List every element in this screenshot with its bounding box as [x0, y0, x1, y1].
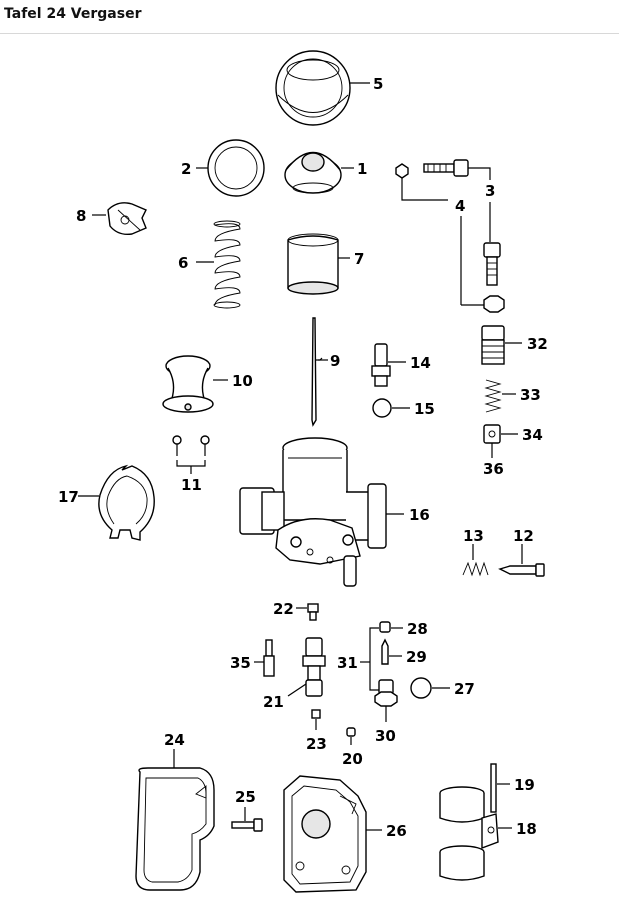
label-1: 1 — [357, 160, 367, 178]
label-35: 35 — [230, 654, 251, 672]
label-9: 9 — [330, 352, 340, 370]
part-13-spring — [462, 561, 489, 577]
label-26: 26 — [386, 822, 407, 840]
part-9-needle — [311, 317, 317, 427]
label-20: 20 — [342, 750, 363, 768]
label-22: 22 — [273, 600, 294, 618]
label-3: 3 — [485, 182, 495, 200]
label-17: 17 — [58, 488, 79, 506]
label-5: 5 — [373, 75, 383, 93]
part-3-screw-top — [395, 159, 469, 179]
label-25: 25 — [235, 788, 256, 806]
label-19: 19 — [514, 776, 535, 794]
label-30: 30 — [375, 727, 396, 745]
label-29: 29 — [406, 648, 427, 666]
label-16: 16 — [409, 506, 430, 524]
label-13: 13 — [463, 527, 484, 545]
part-25-screw — [231, 818, 263, 832]
label-4: 4 — [455, 197, 465, 215]
label-23: 23 — [306, 735, 327, 753]
part-18-floats — [439, 786, 499, 881]
part-20-plug — [346, 727, 356, 737]
label-28: 28 — [407, 620, 428, 638]
part-26-float-bowl — [283, 775, 367, 893]
part-15-oring — [372, 398, 392, 418]
part-8-clip — [107, 202, 147, 236]
label-6: 6 — [178, 254, 188, 272]
label-15: 15 — [414, 400, 435, 418]
part-30-valve-seat — [374, 679, 398, 707]
label-27: 27 — [454, 680, 475, 698]
part-7-slide — [287, 233, 339, 295]
part-17-clamp — [98, 464, 155, 541]
label-14: 14 — [410, 354, 431, 372]
label-33: 33 — [520, 386, 541, 404]
part-16-carburetor-body — [239, 437, 387, 587]
part-11-screws — [172, 435, 210, 456]
part-3-screw-vertical — [483, 242, 501, 286]
label-34: 34 — [522, 426, 543, 444]
part-21-needle-jet — [302, 637, 326, 697]
part-22-jet — [307, 603, 319, 621]
part-10-bell — [162, 355, 214, 413]
part-24-gasket — [135, 767, 215, 891]
part-12-screw — [498, 563, 545, 577]
label-36: 36 — [483, 460, 504, 478]
part-33-spring — [484, 379, 502, 413]
part-23-jet-small — [311, 709, 321, 719]
part-29-needle — [381, 638, 389, 665]
label-12: 12 — [513, 527, 534, 545]
part-6-spring — [213, 220, 241, 309]
part-19-float-pin — [490, 763, 497, 813]
label-24: 24 — [164, 731, 185, 749]
label-21: 21 — [263, 693, 284, 711]
part-5-cap — [275, 50, 351, 126]
part-32-jet-holder — [481, 325, 505, 365]
part-27-oring — [410, 677, 432, 699]
part-35-pin — [263, 639, 275, 677]
part-4-nut — [483, 295, 505, 313]
part-28-cap — [379, 621, 391, 633]
part-1-top — [284, 152, 342, 194]
part-2-ring — [207, 139, 265, 197]
page-title: Tafel 24 Vergaser — [4, 6, 142, 22]
label-10: 10 — [232, 372, 253, 390]
label-31: 31 — [337, 654, 358, 672]
title-divider — [0, 33, 619, 34]
label-11: 11 — [181, 476, 202, 494]
label-18: 18 — [516, 820, 537, 838]
label-32: 32 — [527, 335, 548, 353]
label-8: 8 — [76, 207, 86, 225]
part-14-jet — [371, 343, 391, 387]
label-7: 7 — [354, 250, 364, 268]
part-34-cup — [483, 424, 501, 444]
label-2: 2 — [181, 160, 191, 178]
